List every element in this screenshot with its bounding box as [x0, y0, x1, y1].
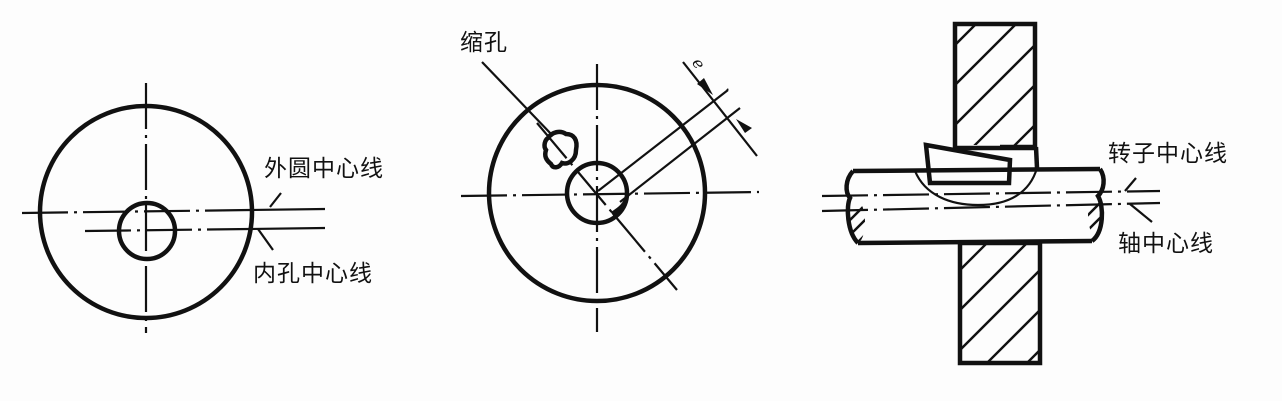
slot-upper-edge — [597, 89, 729, 192]
slot-lower-edge — [619, 107, 741, 203]
rotor-center-line — [821, 189, 1161, 198]
slot-upper-ext — [726, 88, 729, 91]
rotor-bore-arc — [913, 167, 1039, 207]
diagonal-center-line — [536, 122, 678, 291]
dimension-line-e — [682, 61, 758, 157]
slot-cut-arc — [610, 199, 629, 216]
shaft-top-edge — [852, 166, 1101, 174]
dimension-arrow-bottom — [736, 119, 752, 133]
label-shaft-center-line: 轴中心线 — [1118, 231, 1214, 257]
outer-center-line-ext — [249, 207, 326, 212]
shaft-left-break — [844, 169, 860, 245]
shrinkage-cavity-blob — [542, 129, 579, 170]
dimension-arrow-top — [697, 78, 713, 95]
label-inner-hole-center-line: 内孔中心线 — [253, 261, 373, 287]
shaft-bottom-edge — [857, 238, 1093, 246]
outer-label-leader — [269, 192, 282, 208]
inner-center-line-ext — [249, 226, 326, 231]
rotor-label-leader — [1124, 177, 1137, 192]
cavity-label-leader — [481, 61, 554, 137]
horizontal-center-line — [460, 190, 760, 198]
inner-label-leader — [257, 228, 274, 251]
label-shrinkage-cavity: 缩孔 — [460, 30, 508, 56]
inner-center-line — [84, 227, 251, 233]
rotor-top-hatch — [955, 24, 1033, 145]
outer-center-line — [21, 208, 251, 215]
key — [923, 142, 1013, 186]
label-outer-center-line: 外圆中心线 — [264, 156, 384, 182]
shaft-center-line — [821, 201, 1161, 213]
figure-3-rotor-shaft — [821, 21, 1161, 366]
rotor-bottom-hatch — [960, 245, 1038, 361]
figure-2-shrinkage-cavity — [460, 61, 760, 332]
rotor-block-bottom — [957, 240, 1043, 366]
shaft-label-leader — [1129, 203, 1153, 223]
keyway-right-edge — [1033, 146, 1040, 169]
shaft-right-break — [1090, 167, 1106, 243]
label-rotor-center-line: 转子中心线 — [1108, 141, 1228, 167]
figure-1-eccentric-hole — [21, 83, 326, 333]
